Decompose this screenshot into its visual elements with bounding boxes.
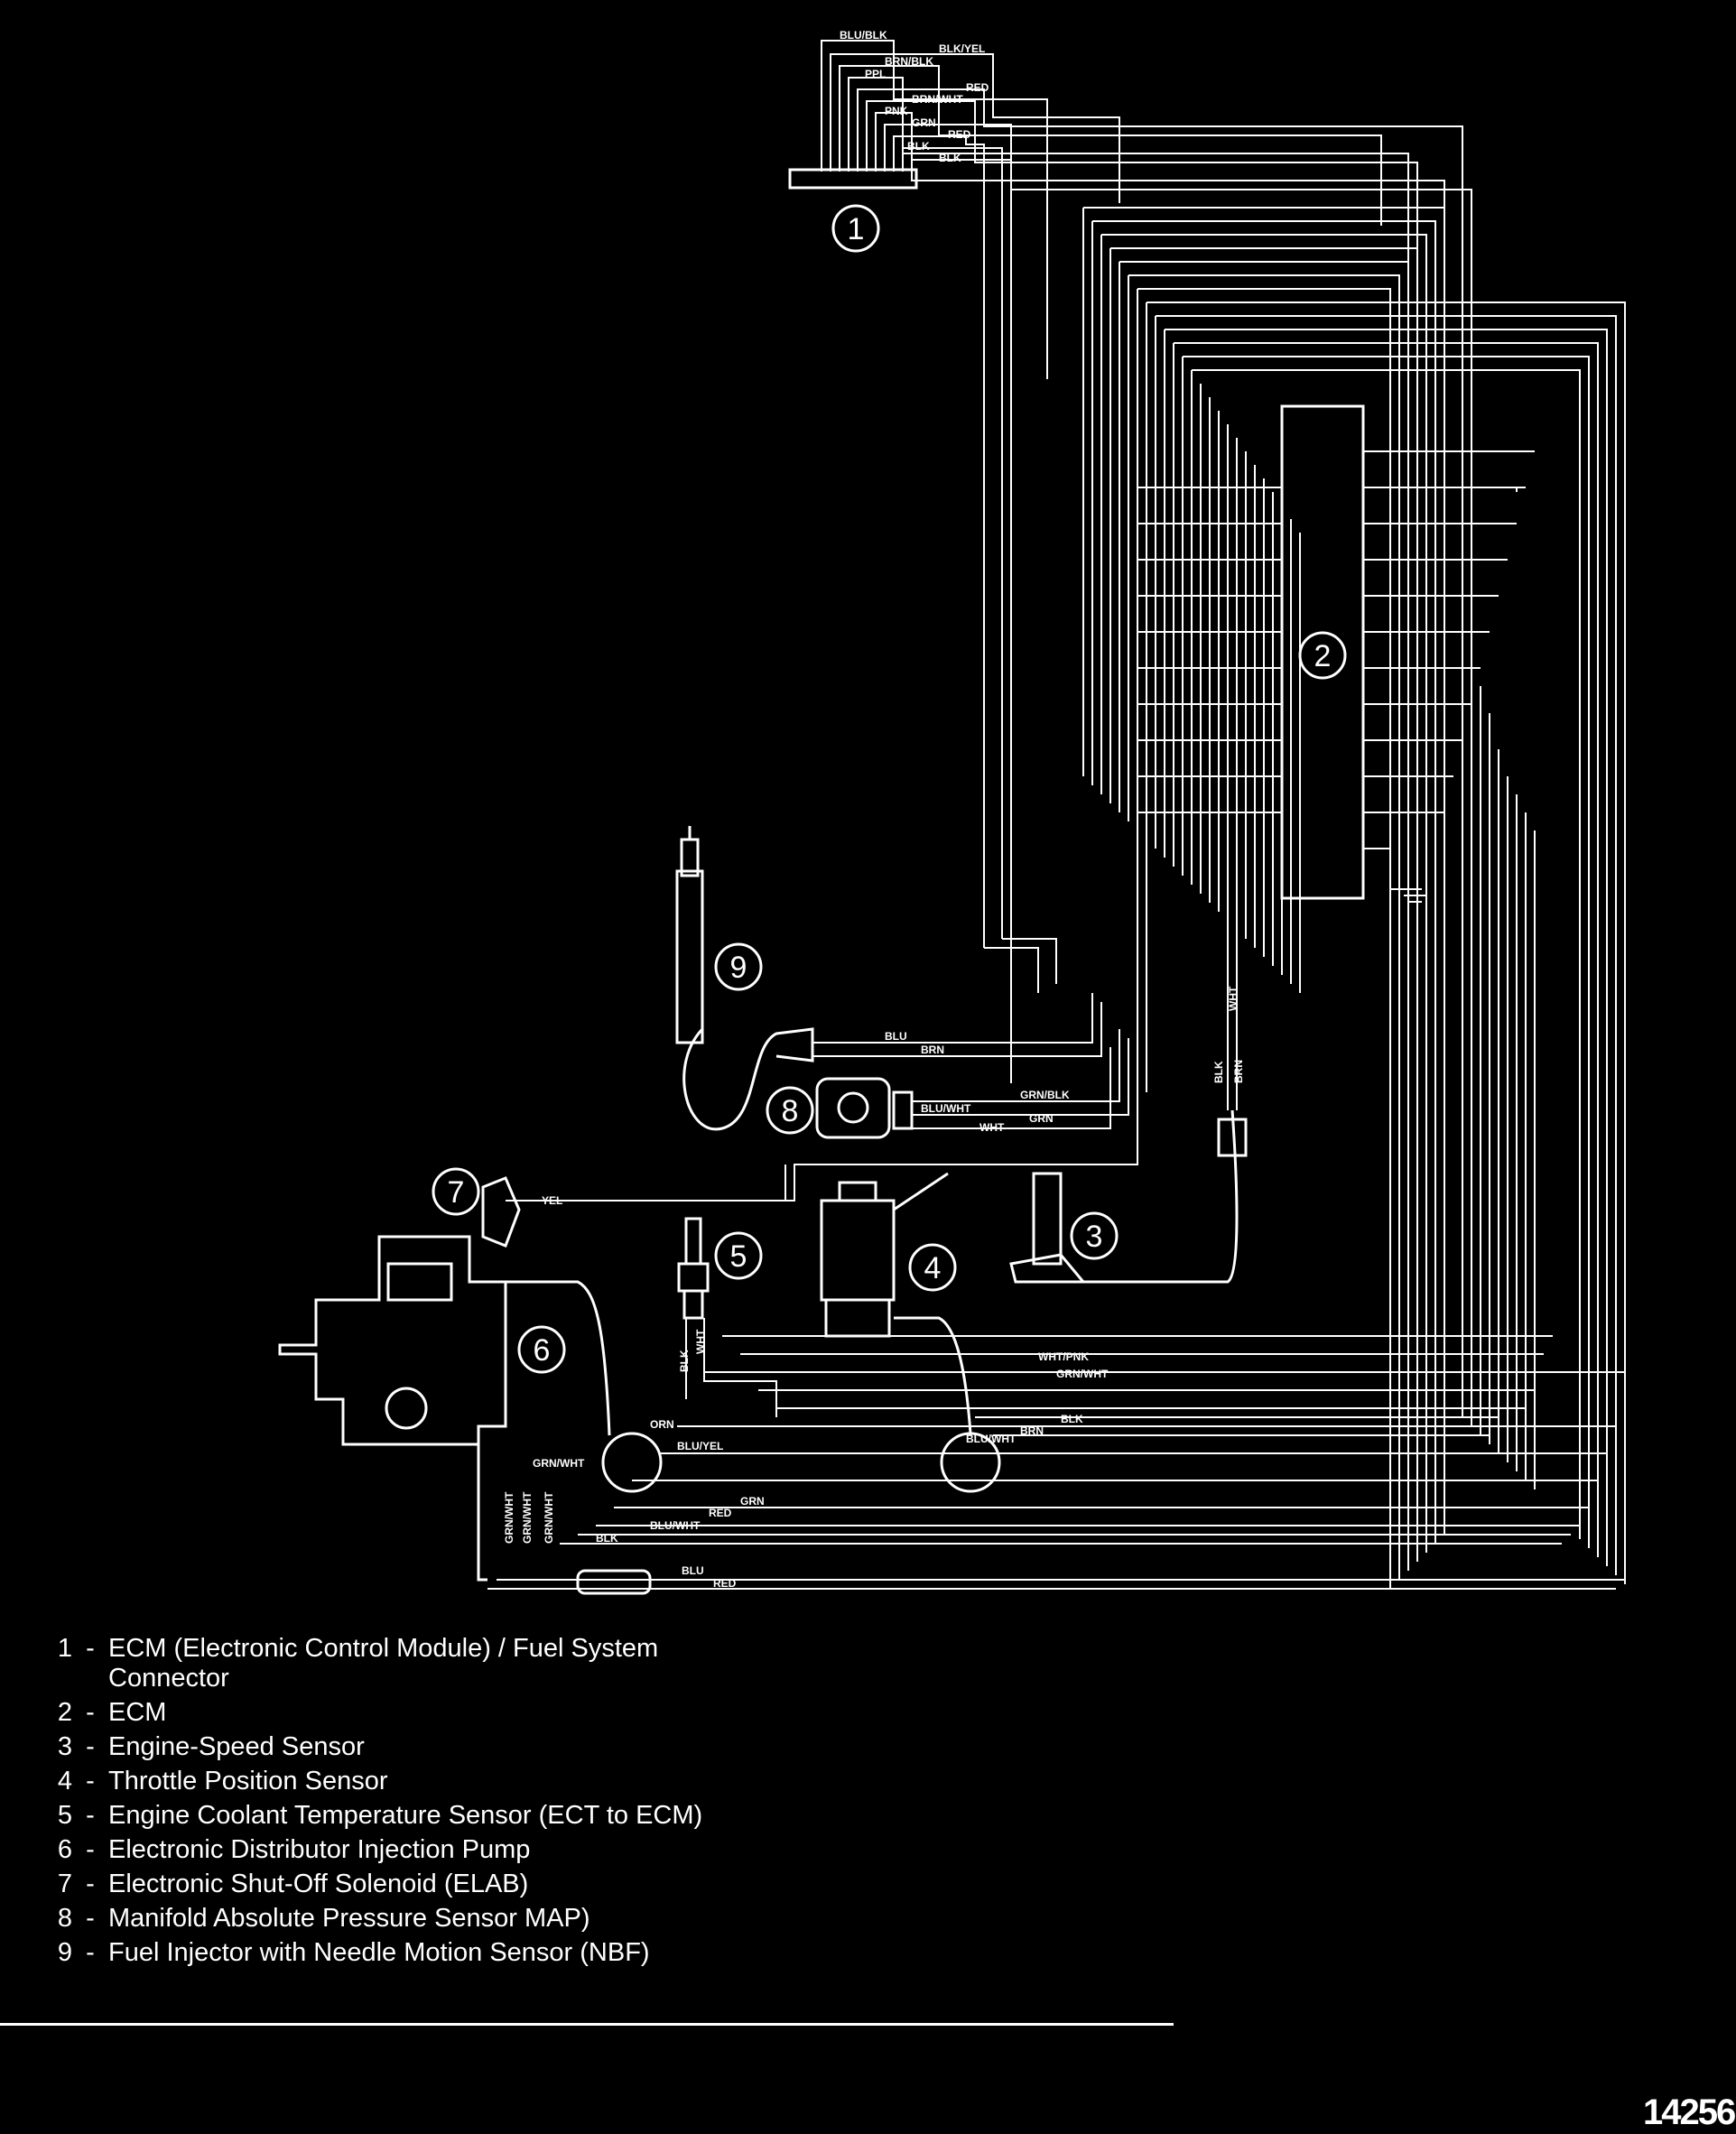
legend-number: 2 [57, 1698, 72, 1727]
wire-label: BLK [1212, 1061, 1225, 1083]
legend-text: Engine Coolant Temperature Sensor (ECT t… [108, 1801, 703, 1830]
wire-label: WHT [694, 1329, 707, 1354]
wire-label: BLK [596, 1532, 618, 1545]
wire-label: BLU [885, 1030, 907, 1043]
callout-8 [766, 1086, 814, 1135]
legend-number: 6 [57, 1835, 72, 1864]
legend-number: 5 [57, 1801, 72, 1830]
legend-text: Throttle Position Sensor [108, 1767, 388, 1795]
figure-number: 14256 [1643, 2092, 1736, 2132]
legend-number: 7 [57, 1870, 72, 1898]
wire-label: BRN/WHT [912, 93, 963, 106]
legend-item: 9- Fuel Injector with Needle Motion Sens… [54, 1938, 957, 1968]
wiring-diagram: BLU/BLK BLK/YEL BRN/BLK PPL RED BRN/WHT … [278, 29, 1626, 1595]
legend-text: Fuel Injector with Needle Motion Sensor … [108, 1938, 650, 1967]
wire-label: BRN [1232, 1060, 1245, 1083]
callout-numbers: 1 2 3 4 5 6 7 8 9 [448, 212, 1332, 1368]
wire-label: BLK [907, 140, 930, 153]
callout-number: 8 [782, 1094, 799, 1128]
wire-label: RED [948, 128, 971, 141]
callouts [432, 204, 1347, 1374]
legend-text: ECM (Electronic Control Module) / Fuel S… [108, 1634, 659, 1693]
legend-item: 4- Throttle Position Sensor [54, 1767, 957, 1796]
legend-number: 3 [57, 1732, 72, 1761]
wire-label: GRN/WHT [543, 1491, 555, 1544]
wire-label: BLU [682, 1564, 704, 1577]
wire-label: GRN/WHT [521, 1491, 534, 1544]
legend-number: 4 [57, 1767, 72, 1795]
wire-label: BRN [1020, 1424, 1044, 1437]
wire-label: GRN [740, 1495, 765, 1508]
callout-7 [432, 1167, 480, 1216]
wire-label: BLK [939, 152, 961, 164]
wire-label: GRN/WHT [1056, 1368, 1109, 1380]
wire-label: GRN/WHT [533, 1457, 585, 1470]
wire-label: RED [709, 1507, 732, 1519]
wire-label: PNK [885, 105, 908, 117]
legend-item: 2- ECM [54, 1698, 957, 1728]
wire-label: BLU/WHT [650, 1519, 701, 1532]
divider-rule [0, 2023, 1174, 2026]
wire-label: YEL [542, 1194, 562, 1207]
wire-label: GRN/WHT [503, 1491, 515, 1544]
wire-label: GRN/BLK [1020, 1089, 1070, 1101]
wire-label: BLK/YEL [939, 42, 985, 55]
callout-6 [517, 1325, 566, 1374]
wire-label: GRN [1029, 1112, 1054, 1125]
wire-label: RED [713, 1577, 737, 1590]
wire-label: BRN/BLK [885, 55, 933, 68]
legend-item: 6- Electronic Distributor Injection Pump [54, 1835, 957, 1865]
callout-4 [908, 1243, 957, 1292]
callout-9 [714, 942, 763, 991]
callout-number: 7 [448, 1175, 465, 1210]
legend-number: 1 [57, 1634, 72, 1663]
wire-label: BRN [921, 1044, 944, 1056]
wire-label: GRN [912, 116, 936, 129]
wire-label: WHT/PNK [1038, 1350, 1089, 1363]
callout-number: 3 [1086, 1220, 1103, 1254]
legend-text: Electronic Distributor Injection Pump [108, 1835, 531, 1864]
legend-number: 8 [57, 1904, 72, 1933]
wire-label: BLU/BLK [840, 29, 887, 42]
callout-number: 4 [924, 1251, 942, 1285]
legend-item: 8- Manifold Absolute Pressure Sensor MAP… [54, 1904, 957, 1934]
wire-labels: BLU/BLK BLK/YEL BRN/BLK PPL RED BRN/WHT … [503, 29, 1245, 1590]
callout-number: 1 [848, 212, 865, 246]
wire-label: BLK [1061, 1413, 1083, 1425]
wire-label: RED [966, 81, 989, 94]
legend-item: 7- Electronic Shut-Off Solenoid (ELAB) [54, 1870, 957, 1899]
callout-2 [1298, 631, 1347, 680]
legend-item: 3- Engine-Speed Sensor [54, 1732, 957, 1762]
wire-label: WHT [979, 1121, 1005, 1134]
wire-label: BLU/WHT [966, 1433, 1017, 1445]
callout-5 [714, 1231, 763, 1280]
wire-harness [487, 40, 1626, 1590]
wire-label: WHT [1227, 986, 1239, 1011]
component-legend: 1- ECM (Electronic Control Module) / Fue… [54, 1634, 957, 1972]
wire-label: ORN [650, 1418, 674, 1431]
legend-text: Electronic Shut-Off Solenoid (ELAB) [108, 1870, 529, 1898]
callout-number: 2 [1314, 639, 1332, 673]
legend-text: Engine-Speed Sensor [108, 1732, 365, 1761]
components [278, 168, 1365, 1595]
legend-text: ECM [108, 1698, 167, 1727]
callout-number: 9 [730, 951, 747, 985]
wire-label: PPL [865, 68, 886, 80]
legend-number: 9 [57, 1938, 72, 1967]
wire-label: BLU/WHT [921, 1102, 971, 1115]
legend-item: 5- Engine Coolant Temperature Sensor (EC… [54, 1801, 957, 1831]
callout-number: 5 [730, 1239, 747, 1274]
callout-3 [1070, 1211, 1119, 1260]
legend-text: Manifold Absolute Pressure Sensor MAP) [108, 1904, 590, 1933]
wire-label: BLK [678, 1350, 691, 1372]
callout-number: 6 [534, 1333, 551, 1368]
legend-item: 1- ECM (Electronic Control Module) / Fue… [54, 1634, 957, 1693]
callout-1 [831, 204, 880, 253]
wire-label: BLU/YEL [677, 1440, 723, 1452]
